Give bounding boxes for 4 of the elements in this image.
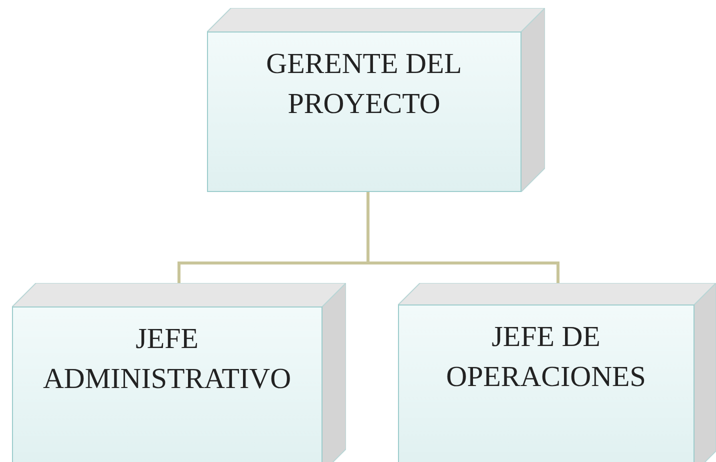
box-title: JEFE ADMINISTRATIVO [42, 322, 292, 397]
box-title: JEFE DE OPERACIONES [445, 320, 647, 395]
connector-line [366, 192, 560, 283]
box-title: GERENTE DEL PROYECTO [265, 47, 463, 122]
